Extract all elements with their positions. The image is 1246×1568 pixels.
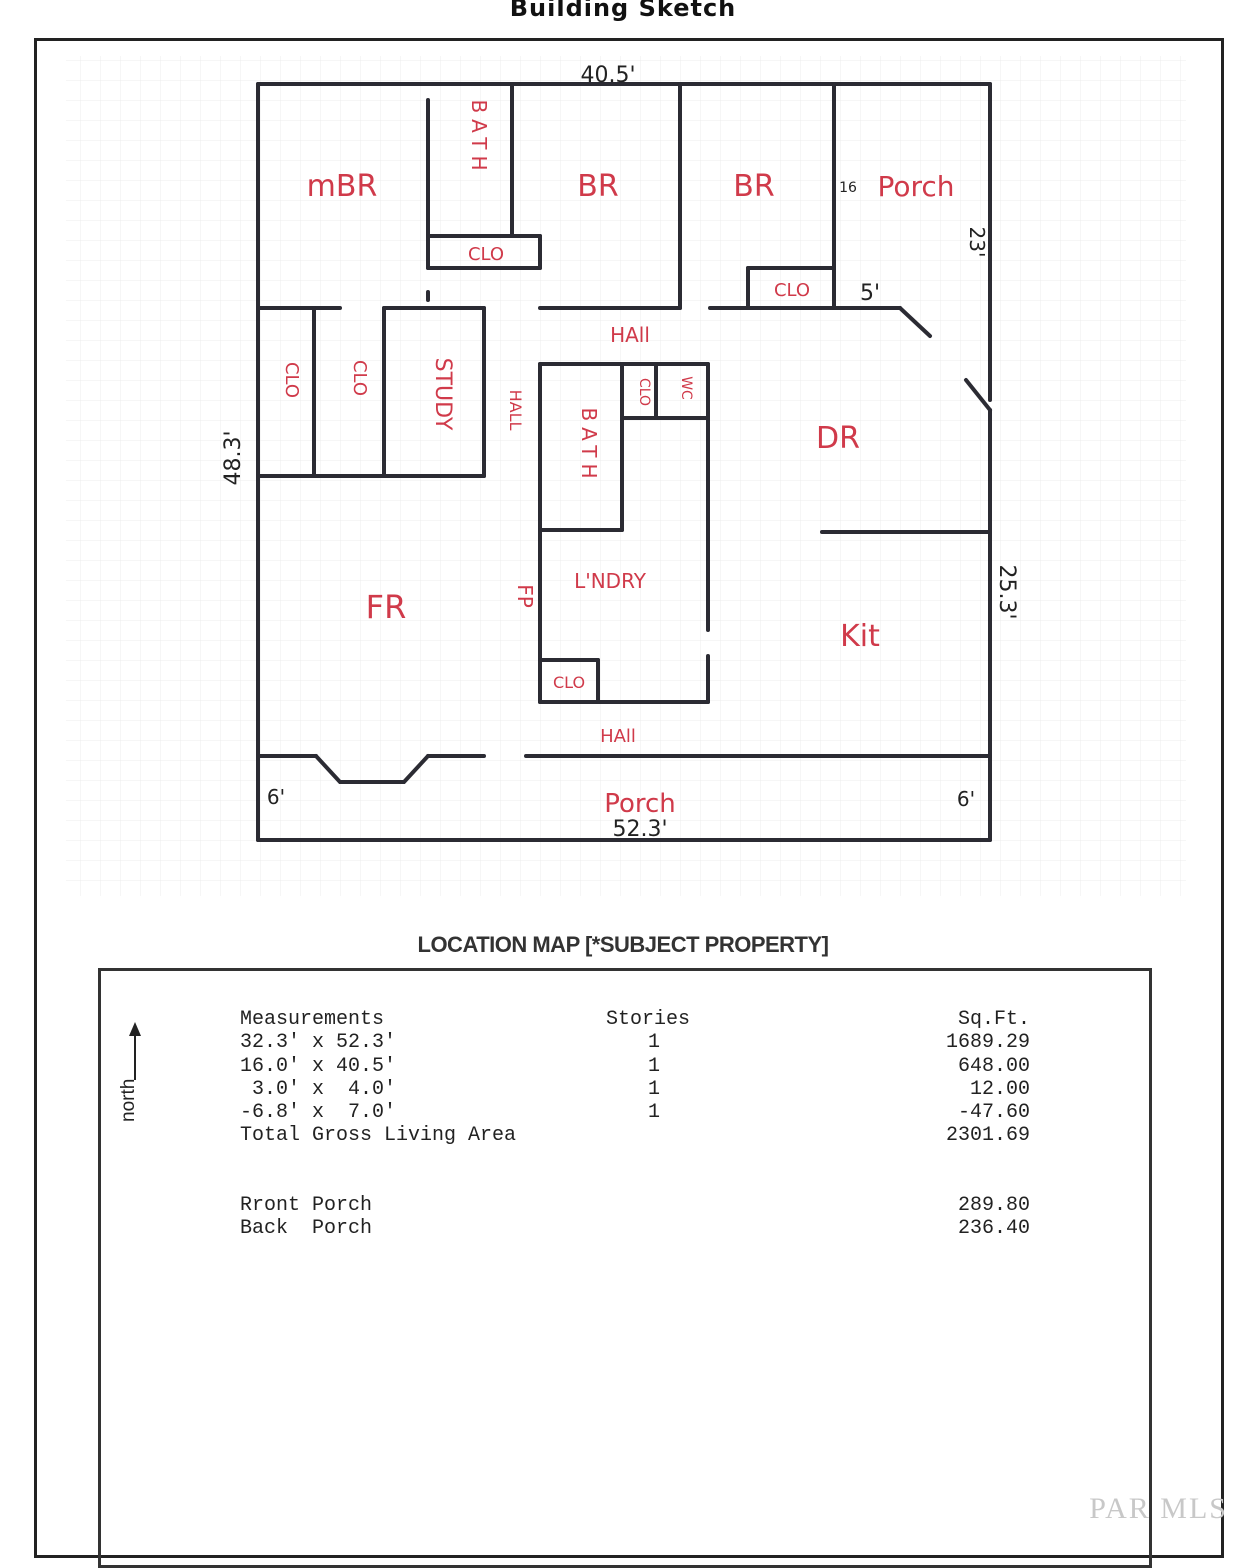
page-title: Building Sketch (509, 0, 737, 22)
dim-porch-width: 16 (839, 180, 857, 196)
room-hall-bottom: HAll (600, 726, 636, 747)
room-clo-top: CLO (468, 244, 504, 265)
dim-notch: 5' (860, 281, 880, 306)
room-clo-mid: CLO (636, 378, 652, 406)
room-dr: DR (816, 421, 860, 456)
north-arrow-icon (129, 1022, 141, 1080)
porch-value: 289.80 (957, 1194, 1030, 1217)
row-stories: 1 (648, 1078, 661, 1101)
porch-label: Back Porch (240, 1217, 373, 1240)
row-measurement: 32.3' x 52.3' (240, 1031, 397, 1054)
row-sqft: 12.00 (969, 1078, 1030, 1101)
room-hall-vertical: HALL (506, 390, 525, 431)
room-kit: Kit (840, 619, 880, 654)
row-stories: 1 (648, 1055, 661, 1078)
room-study: STUDY (430, 358, 455, 431)
mls-watermark-logo: PAR MLS (1089, 1492, 1228, 1525)
room-clo-bottom: CLO (553, 673, 585, 692)
dim-bottom: 52.3' (612, 817, 667, 842)
header-measurements: Measurements (240, 1008, 385, 1031)
porch-label: Rront Porch (240, 1194, 373, 1217)
row-stories: 1 (648, 1031, 661, 1054)
row-sqft: 648.00 (957, 1055, 1030, 1078)
building-sketch: 40.5' 23' 48.3' 25.3' 52.3' 6' 6' 5' 16 … (66, 56, 1186, 896)
row-measurement: 16.0' x 40.5' (240, 1055, 397, 1078)
room-br-2: BR (733, 169, 774, 204)
header-stories: Stories (606, 1008, 691, 1031)
room-fp: FP (513, 584, 537, 608)
room-laundry: L'NDRY (574, 569, 647, 593)
north-label: north (118, 1078, 139, 1122)
total-value: 2301.69 (945, 1124, 1030, 1147)
room-fr: FR (366, 588, 407, 626)
floor-plan-walls (256, 82, 992, 842)
room-porch-top: Porch (877, 170, 954, 203)
total-label: Total Gross Living Area (240, 1124, 517, 1147)
row-sqft: 1689.29 (945, 1031, 1030, 1054)
dim-porch-right: 6' (957, 787, 975, 811)
row-stories: 1 (648, 1101, 661, 1124)
dim-left: 48.3' (221, 430, 246, 485)
porch-value: 236.40 (957, 1217, 1030, 1240)
room-clo-right: CLO (774, 280, 810, 301)
room-mbr: mBR (307, 169, 378, 204)
room-bath-mid: BATH (577, 407, 601, 484)
room-porch-bottom: Porch (604, 789, 676, 819)
dim-right-upper: 23' (965, 227, 989, 258)
location-map-title: LOCATION MAP [*SUBJECT PROPERTY] (417, 932, 830, 957)
room-clo-left-1: CLO (281, 362, 302, 398)
row-measurement: 3.0' x 4.0' (240, 1078, 397, 1101)
row-measurement: -6.8' x 7.0' (240, 1101, 397, 1124)
room-hall-top: HAll (610, 323, 650, 347)
dim-top: 40.5' (580, 63, 635, 88)
room-wc: WC (678, 376, 694, 400)
room-clo-left-2: CLO (349, 360, 370, 396)
dim-right-lower: 25.3' (994, 564, 1019, 619)
room-br-1: BR (577, 169, 618, 204)
dim-porch-left: 6' (267, 785, 285, 809)
row-sqft: -47.60 (957, 1101, 1030, 1124)
room-bath-top: BATH (467, 99, 491, 176)
header-sqft: Sq.Ft. (957, 1008, 1030, 1031)
